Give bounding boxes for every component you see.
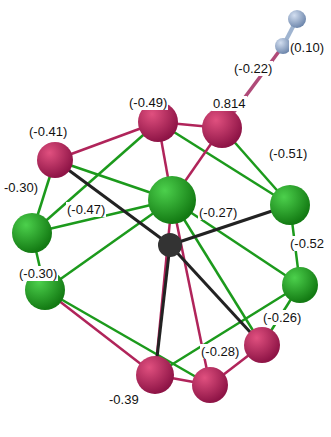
charge-label: (-0.41) <box>28 124 68 139</box>
charge-label: (-0.52 <box>289 236 325 251</box>
charge-label: (0.10) <box>289 40 325 55</box>
charge-label: (-0.51) <box>268 146 308 161</box>
charge-label: (-0.30) <box>18 266 58 281</box>
charge-label: (-0.27) <box>198 205 238 220</box>
charge-label: 0.814 <box>212 96 247 111</box>
charge-label: (-0.28) <box>200 344 240 359</box>
charge-label: (-0.49) <box>128 95 168 110</box>
charge-label: (-0.47) <box>66 202 106 217</box>
atoms <box>12 10 318 403</box>
bonds <box>32 19 300 385</box>
charge-label: (-0.26) <box>262 310 302 325</box>
charge-label: (-0.22) <box>233 61 273 76</box>
charge-label: -0.30) <box>3 180 39 195</box>
charge-label: -0.39 <box>108 392 140 407</box>
